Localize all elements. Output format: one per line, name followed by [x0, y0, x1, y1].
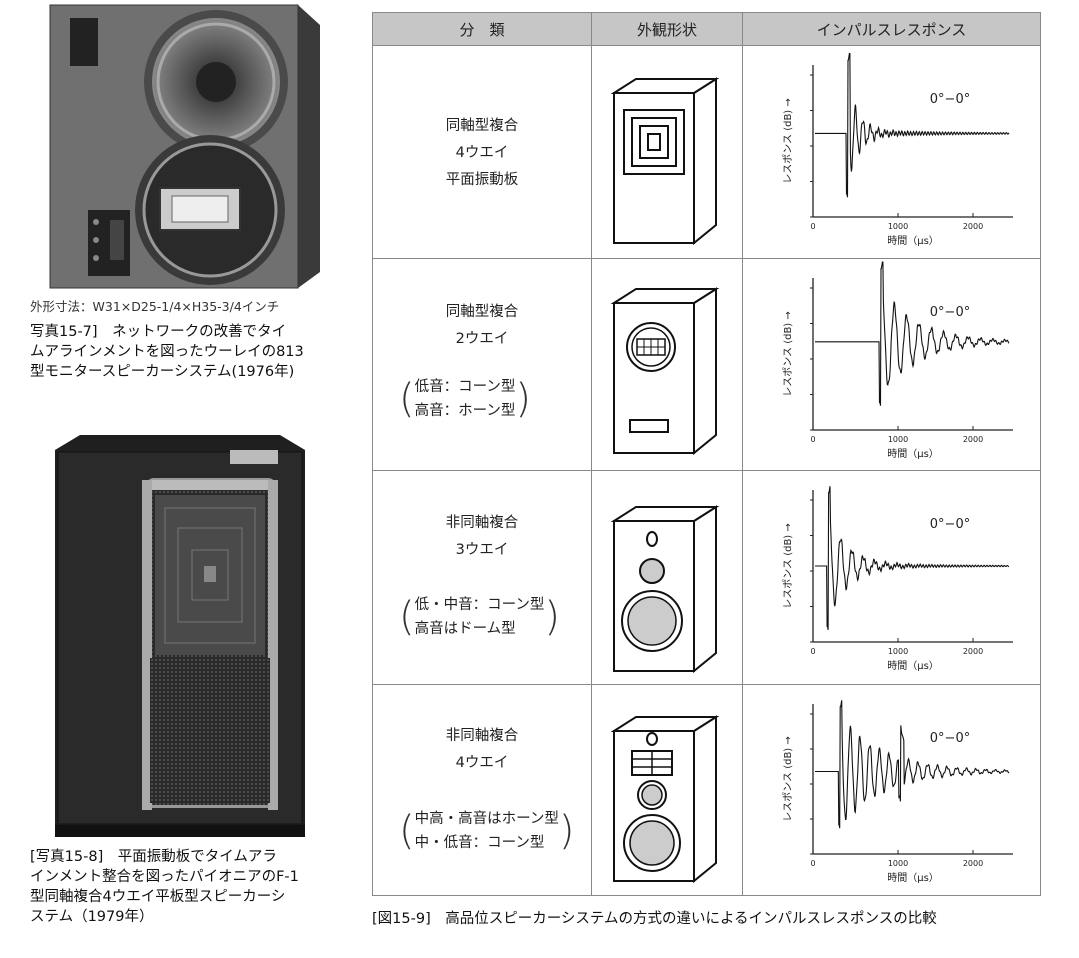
angle-label: 0°−0°: [930, 731, 970, 746]
row-divider: [373, 470, 1040, 471]
comparison-table: 分 類 外観形状 インパルスレスポンス 同軸型複合 4ウエイ 平面振動板 同軸型…: [372, 12, 1041, 896]
row3-classification: 非同軸複合 3ウエイ: [445, 515, 519, 558]
x-tick-label: 1000: [888, 222, 908, 231]
y-axis-label: レスポンス (dB) →: [782, 98, 794, 184]
row-divider: [373, 684, 1040, 685]
row3-driver-types: ( 低・中音：コーン型 高音はドーム型 ): [399, 594, 560, 640]
angle-label: 0°−0°: [930, 92, 970, 107]
x-tick-label: 1000: [888, 435, 908, 444]
x-tick-label: 0: [810, 859, 815, 868]
x-axis-label: 時間（μs）: [887, 235, 939, 247]
appearance-coaxial-4way-flat: [610, 77, 720, 245]
column-divider: [591, 13, 592, 895]
header-classification: 分 類: [373, 13, 591, 45]
photo1-caption: 写真15-7] ネットワークの改善でタイ ムアラインメントを図ったウーレイの81…: [30, 324, 304, 380]
x-tick-label: 2000: [963, 435, 983, 444]
row2-classification: 同軸型複合 2ウエイ: [445, 304, 519, 347]
angle-label: 0°−0°: [930, 305, 970, 320]
header-impulse-response: インパルスレスポンス: [743, 13, 1040, 45]
row1-classification: 同軸型複合 4ウエイ 平面振動板: [445, 118, 519, 188]
figure-caption: [図15-9] 高品位スピーカーシステムの方式の違いによるインパルスレスポンスの…: [372, 911, 937, 927]
appearance-noncoaxial-3way: [610, 505, 720, 673]
impulse-waveform: [815, 53, 1010, 198]
row4-driver-types: ( 中高・高音はホーン型 中・低音：コーン型 ): [399, 808, 575, 854]
x-tick-label: 1000: [888, 647, 908, 656]
header-appearance: 外観形状: [592, 13, 742, 45]
photo2-caption: [写真15-8] 平面振動板でタイムアラ インメント整合を図ったパイオニアのF-…: [30, 849, 299, 925]
impulse-waveform: [815, 700, 1010, 829]
speaker-photo-urei-813: [49, 4, 320, 289]
x-tick-label: 2000: [963, 647, 983, 656]
angle-label: 0°−0°: [930, 517, 970, 532]
y-axis-label: レスポンス (dB) →: [782, 523, 794, 609]
x-tick-label: 1000: [888, 859, 908, 868]
impulse-plot-row3: 0 1000 2000 レスポンス (dB) → 時間（μs） 0°−0°: [782, 486, 1013, 672]
x-tick-label: 0: [810, 647, 815, 656]
y-axis-label: レスポンス (dB) →: [782, 736, 794, 822]
impulse-plot-row2: 0 1000 2000 レスポンス (dB) → 時間（μs） 0°−0°: [782, 261, 1013, 460]
row4-classification: 非同軸複合 4ウエイ: [445, 728, 519, 771]
appearance-noncoaxial-4way: [610, 715, 720, 883]
y-axis-label: レスポンス (dB) →: [782, 311, 794, 397]
speaker-photo-pioneer-f1: [55, 435, 305, 837]
x-axis-label: 時間（μs）: [887, 872, 939, 884]
x-tick-label: 2000: [963, 859, 983, 868]
x-tick-label: 2000: [963, 222, 983, 231]
appearance-coaxial-2way: [610, 287, 720, 455]
impulse-waveform: [815, 261, 1010, 406]
row-divider: [373, 258, 1040, 259]
x-axis-label: 時間（μs）: [887, 660, 939, 672]
x-tick-label: 0: [810, 435, 815, 444]
impulse-waveform: [815, 486, 1009, 630]
column-divider: [742, 13, 743, 895]
impulse-plot-row1: 0 1000 2000 レスポンス (dB) → 時間（μs） 0°−0°: [782, 53, 1013, 247]
impulse-plot-row4: 0 1000 2000 レスポンス (dB) → 時間（μs） 0°−0°: [782, 700, 1013, 884]
photo1-dimensions: 外形寸法：W31×D25-1/4×H35-3/4インチ: [30, 299, 280, 314]
x-axis-label: 時間（μs）: [887, 448, 939, 460]
x-tick-label: 0: [810, 222, 815, 231]
row2-driver-types: ( 低音：コーン型 高音：ホーン型 ): [399, 376, 531, 422]
row-divider: [373, 45, 1040, 46]
